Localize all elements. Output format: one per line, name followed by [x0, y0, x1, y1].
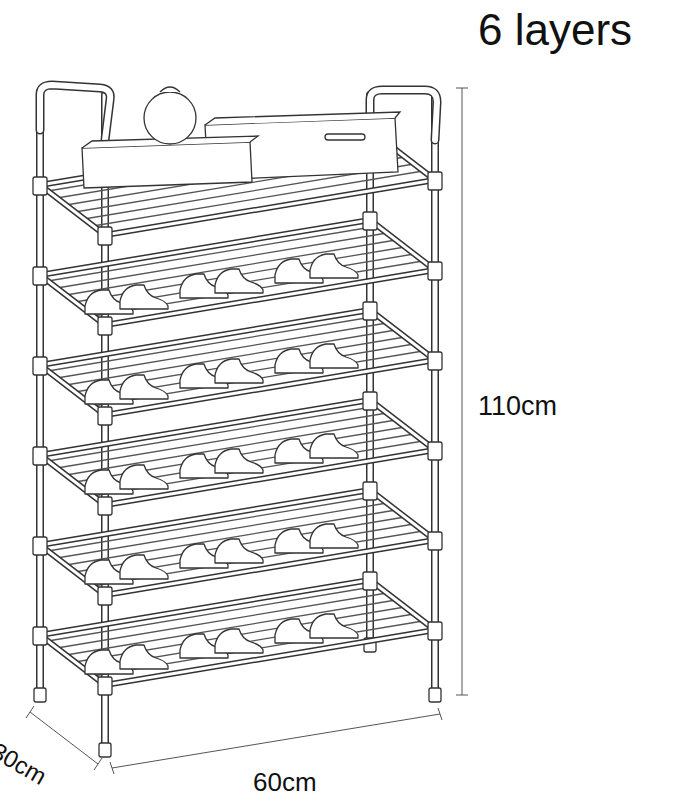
depth-dimension: 30cm [0, 738, 51, 790]
height-dimension: 110cm [478, 392, 557, 422]
width-dimension: 60cm [253, 768, 317, 797]
layer-count-heading: 6 layers [478, 6, 632, 54]
